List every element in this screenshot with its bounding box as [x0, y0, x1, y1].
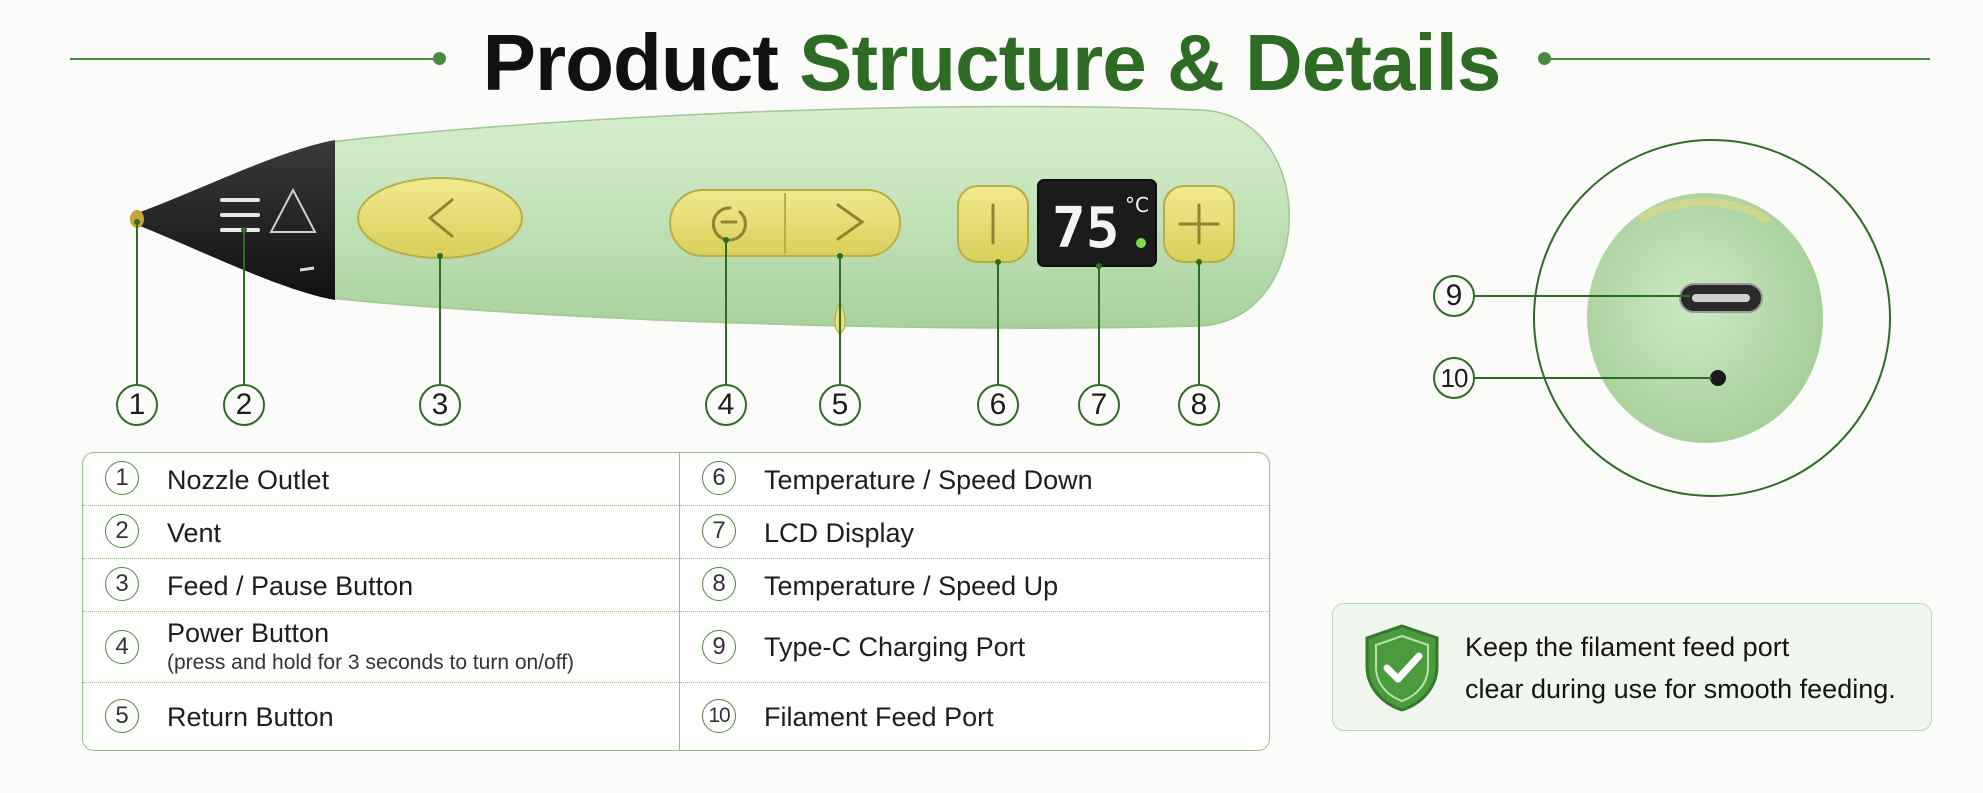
callout-1: 1: [116, 384, 158, 426]
legend-label: Return Button: [167, 702, 334, 732]
title-part-2: Structure & Details: [799, 18, 1501, 107]
page-title: Product Structure & Details: [0, 18, 1983, 108]
callout-4: 4: [705, 384, 747, 426]
legend-label: Filament Feed Port: [764, 702, 994, 732]
vent-icon: [220, 198, 260, 232]
legend-row: 2 Vent: [83, 506, 679, 559]
title-part-1: Product: [482, 18, 779, 107]
legend-sublabel: (press and hold for 3 seconds to turn on…: [167, 651, 575, 674]
legend-column-left: 1 Nozzle Outlet 2 Vent 3 Feed / Pause Bu…: [83, 453, 679, 750]
legend-label: LCD Display: [764, 518, 915, 548]
legend-label: Vent: [167, 518, 222, 548]
callout-2: 2: [223, 384, 265, 426]
feed-pause-button: [357, 177, 523, 259]
legend-row: 3 Feed / Pause Button: [83, 559, 679, 612]
callout-3: 3: [419, 384, 461, 426]
legend-number: 10: [702, 699, 736, 733]
chevron-left-icon: [427, 198, 454, 238]
callout-10: 10: [1433, 357, 1475, 399]
callout-5: 5: [819, 384, 861, 426]
legend-number: 8: [702, 567, 736, 601]
legend-row: 7 LCD Display: [680, 506, 1270, 559]
callout-6: 6: [977, 384, 1019, 426]
callout-9: 9: [1433, 275, 1475, 317]
legend-label: Temperature / Speed Down: [764, 465, 1093, 495]
lcd-unit: °C: [1125, 193, 1149, 217]
legend-number: 6: [702, 461, 736, 495]
legend-number: 7: [702, 514, 736, 548]
lcd-status-dot: [1136, 238, 1146, 248]
legend-row: 6 Temperature / Speed Down: [680, 453, 1270, 506]
legend-number: 1: [105, 461, 139, 495]
filament-feed-port: [1710, 370, 1726, 386]
legend-row: 1 Nozzle Outlet: [83, 453, 679, 506]
legend-row: 10 Filament Feed Port: [680, 683, 1270, 749]
heat-warning-icon: [269, 187, 317, 233]
chevron-right-icon: [836, 203, 865, 241]
title-rule-right: [1545, 58, 1930, 60]
legend-number: 9: [702, 630, 736, 664]
legend-label: Feed / Pause Button: [167, 571, 414, 601]
title-dot-right: [1538, 52, 1551, 65]
usage-note-line-2: clear during use for smooth feeding.: [1465, 674, 1896, 704]
usage-note-text: Keep the filament feed port clear during…: [1465, 626, 1896, 710]
legend-label-group: Power Button (press and hold for 3 secon…: [167, 618, 574, 675]
legend-number: 2: [105, 514, 139, 548]
legend-number: 4: [105, 630, 139, 664]
legend-label: Type-C Charging Port: [764, 632, 1026, 662]
usage-note-line-1: Keep the filament feed port: [1465, 632, 1790, 662]
legend-row: 4 Power Button (press and hold for 3 sec…: [83, 612, 679, 683]
legend-label: Nozzle Outlet: [167, 465, 330, 495]
legend-row: 8 Temperature / Speed Up: [680, 559, 1270, 612]
parts-legend-table: 1 Nozzle Outlet 2 Vent 3 Feed / Pause Bu…: [82, 452, 1270, 751]
legend-label: Temperature / Speed Up: [764, 571, 1059, 601]
title-dot-left: [433, 52, 446, 65]
callout-8: 8: [1178, 384, 1220, 426]
usage-note: Keep the filament feed port clear during…: [1332, 603, 1932, 731]
legend-column-right: 6 Temperature / Speed Down 7 LCD Display…: [679, 453, 1270, 750]
legend-label: Power Button: [167, 618, 330, 648]
legend-row: 5 Return Button: [83, 683, 679, 749]
callout-7: 7: [1078, 384, 1120, 426]
title-rule-left: [70, 58, 440, 60]
shield-check-icon: [1365, 624, 1439, 712]
pen-end-cap: [1587, 193, 1823, 443]
legend-number: 5: [105, 699, 139, 733]
legend-row: 9 Type-C Charging Port: [680, 612, 1270, 683]
plus-icon: [1178, 203, 1220, 245]
legend-number: 3: [105, 567, 139, 601]
pen-tip: [140, 140, 335, 300]
lcd-value: 75: [1052, 196, 1119, 261]
